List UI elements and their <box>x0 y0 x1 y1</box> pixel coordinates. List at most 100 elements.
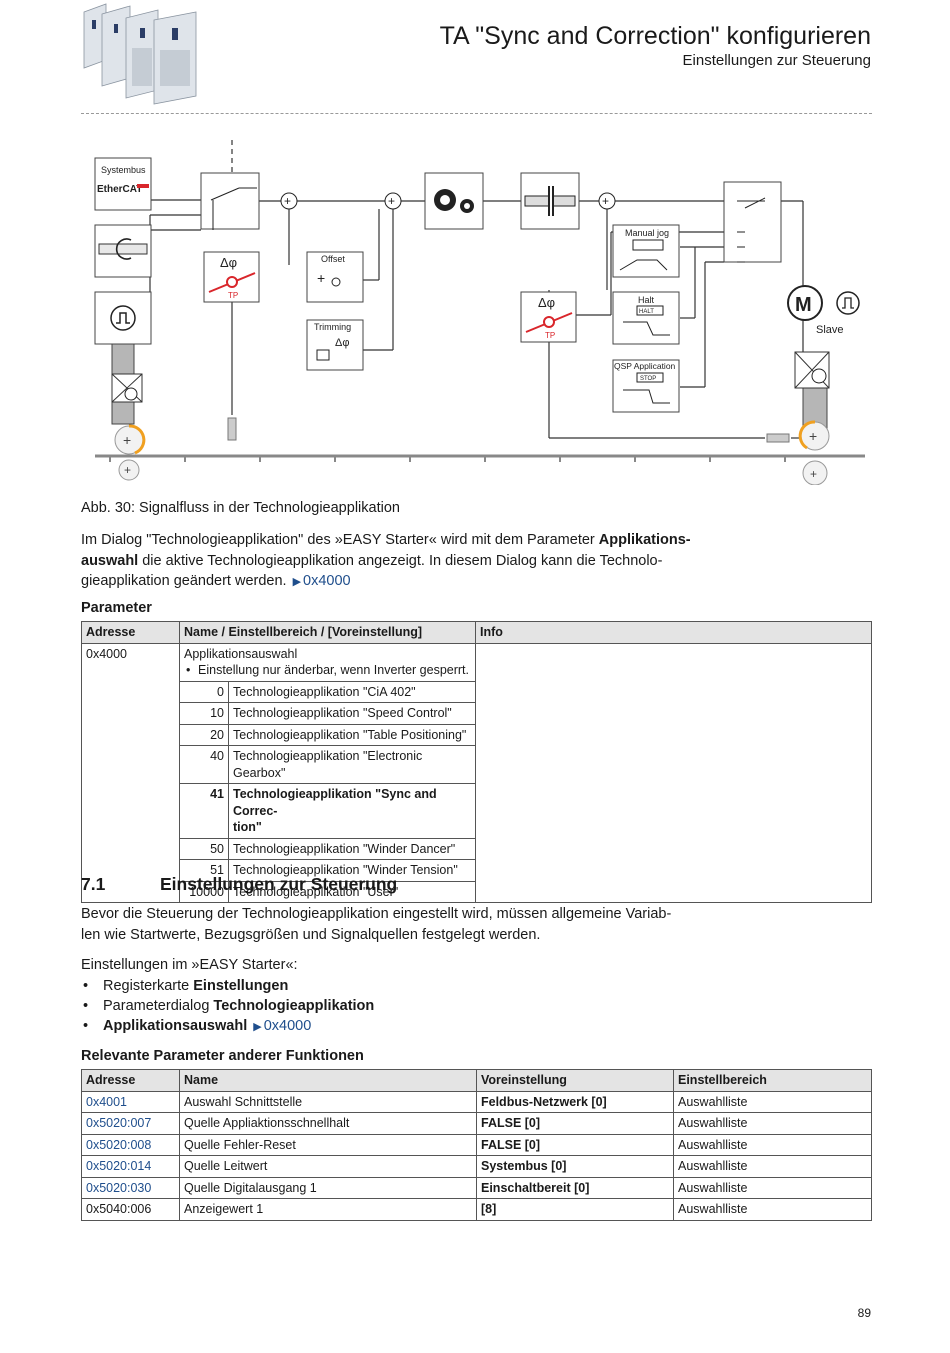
link-arrow-icon: ▶ <box>253 1021 262 1033</box>
param-range: Auswahlliste <box>673 1133 872 1156</box>
manual-jog-label: Manual jog <box>625 228 669 238</box>
figure-caption: Abb. 30: Signalfluss in der Technologiea… <box>81 500 400 516</box>
page-title: TA "Sync and Correction" konfigurieren <box>439 22 871 50</box>
svg-text:+: + <box>123 432 131 448</box>
param-range: Auswahlliste <box>673 1112 872 1135</box>
param-default: Einschaltbereit [0] <box>476 1176 674 1199</box>
svg-text:+: + <box>124 463 131 477</box>
parameter-table: Adresse Name / Einstellbereich / [Vorein… <box>81 621 872 903</box>
stop-badge: STOP <box>640 376 656 382</box>
qsp-label: QSP Application <box>614 361 676 371</box>
parameter-heading: Parameter <box>81 600 152 616</box>
list-item: Applikationsauswahl▶0x4000 <box>81 1016 374 1037</box>
svg-text:+: + <box>284 194 291 208</box>
param-range: Auswahlliste <box>673 1155 872 1178</box>
param-link[interactable]: 0x5020:007 <box>81 1112 180 1135</box>
option-value: 0 <box>179 680 229 703</box>
svg-text:+: + <box>809 428 817 444</box>
param-default: Systembus [0] <box>476 1155 674 1178</box>
param-name: Quelle Appliaktionsschnellhalt <box>179 1112 477 1135</box>
param-default: Feldbus-Netzwerk [0] <box>476 1090 674 1113</box>
option-value: 10000 <box>179 880 229 903</box>
param-link[interactable]: 0x5020:030 <box>81 1176 180 1199</box>
relevant-params-heading: Relevante Parameter anderer Funktionen <box>81 1048 364 1064</box>
param-name-cell: Applikationsauswahl Einstellung nur ände… <box>179 642 476 682</box>
svg-text:+: + <box>810 467 817 481</box>
tp-left: TP <box>228 291 238 300</box>
section-para-1: Bevor die Steuerung der Technologieappli… <box>81 906 672 922</box>
option-value: 10 <box>179 702 229 725</box>
param-link[interactable]: 0x5020:014 <box>81 1155 180 1178</box>
param-link[interactable]: 0x5020:008 <box>81 1133 180 1156</box>
param-info <box>475 642 872 903</box>
param-name: Quelle Fehler-Reset <box>179 1133 477 1156</box>
option-label: Technologieapplikation "Speed Control" <box>228 702 476 725</box>
systembus-label: Systembus <box>101 165 146 175</box>
intro-link[interactable]: 0x4000 <box>303 573 351 589</box>
param-range: Auswahlliste <box>673 1090 872 1113</box>
rel-header-address: Adresse <box>81 1069 180 1092</box>
delta-phi-trim: Δφ <box>335 337 349 349</box>
relevant-params-table: Adresse Name Voreinstellung Einstellbere… <box>81 1069 872 1221</box>
option-label: Technologieapplikation "Winder Tension" <box>228 859 476 882</box>
offset-label: Offset <box>321 254 345 264</box>
motor-label: M <box>795 294 812 316</box>
section-para-2: len wie Startwerte, Bezugsgrößen und Sig… <box>81 926 541 943</box>
option-value: 51 <box>179 859 229 882</box>
param-default: FALSE [0] <box>476 1133 674 1156</box>
intro-text-2: die aktive Technologieapplikation angeze… <box>138 552 663 569</box>
svg-text:+: + <box>317 270 325 286</box>
option-label: Technologieapplikation "Table Positionin… <box>228 723 476 746</box>
param-name: Auswahl Schnittstelle <box>179 1090 477 1113</box>
rel-header-default: Voreinstellung <box>476 1069 674 1092</box>
delta-phi-right: Δφ <box>538 295 555 310</box>
ethercat-logo: EtherCAT <box>97 184 142 195</box>
header-divider <box>81 113 872 114</box>
signal-flow-diagram: Systembus EtherCAT + Δφ TP Offset + Trim… <box>94 140 865 485</box>
bullet-link[interactable]: 0x4000 <box>263 1018 312 1034</box>
page-subtitle: Einstellungen zur Steuerung <box>682 52 871 69</box>
option-label: Technologieapplikation "Electronic Gearb… <box>228 745 476 784</box>
list-item: Registerkarte Einstellungen <box>81 976 374 996</box>
option-label: Technologieapplikation "Winder Dancer" <box>228 837 476 860</box>
svg-text:+: + <box>388 194 395 208</box>
halt-label: Halt <box>638 295 655 305</box>
param-address: 0x5040:006 <box>81 1198 180 1221</box>
slave-label: Slave <box>816 324 844 336</box>
intro-text-3: gieapplikation geändert werden. <box>81 573 287 589</box>
option-value: 50 <box>179 837 229 860</box>
product-image <box>83 3 197 105</box>
param-name: Applikationsauswahl <box>184 646 298 661</box>
halt-badge: HALT <box>639 309 654 315</box>
trimming-label: Trimming <box>314 322 351 332</box>
intro-paragraph: Im Dialog "Technologieapplikation" des »… <box>81 530 721 593</box>
param-name: Quelle Leitwert <box>179 1155 477 1178</box>
delta-phi-left: Δφ <box>220 255 237 270</box>
option-value: 40 <box>179 745 229 784</box>
param-name: Quelle Digitalausgang 1 <box>179 1176 477 1199</box>
tp-right: TP <box>545 331 555 340</box>
param-link[interactable]: 0x4001 <box>81 1090 180 1113</box>
rel-header-range: Einstellbereich <box>673 1069 872 1092</box>
param-header-name: Name / Einstellbereich / [Voreinstellung… <box>179 621 476 644</box>
intro-bold-1: Applikations- <box>598 532 691 548</box>
param-range: Auswahlliste <box>673 1176 872 1199</box>
link-arrow-icon: ▶ <box>292 576 302 588</box>
param-header-info: Info <box>475 621 872 644</box>
param-address: 0x4000 <box>81 642 180 903</box>
param-header-address: Adresse <box>81 621 180 644</box>
param-name: Anzeigewert 1 <box>179 1198 477 1221</box>
